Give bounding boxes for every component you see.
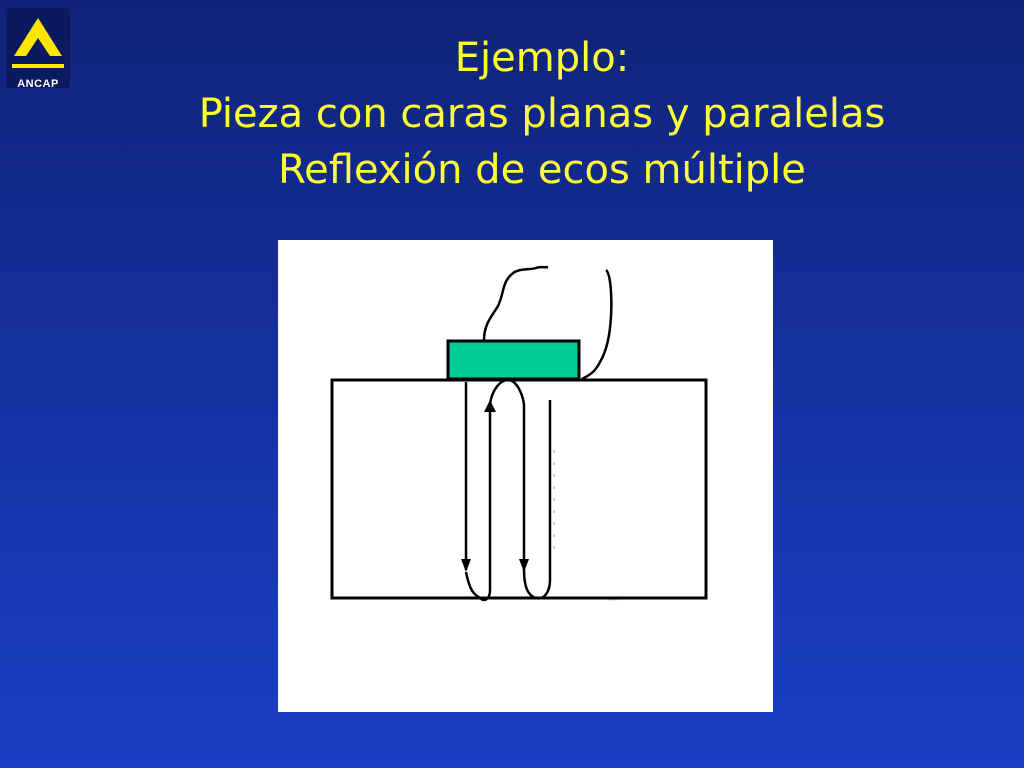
arrow-up-1 — [484, 400, 496, 412]
title-line-1: Ejemplo: — [454, 35, 630, 81]
transducer-cable — [482, 265, 613, 381]
title-line-3: Reflexión de ecos múltiple — [278, 147, 806, 193]
diagram-panel — [278, 240, 773, 712]
slide-title: Ejemplo: Pieza con caras planas y parale… — [60, 30, 1024, 198]
arrow-down-1 — [461, 559, 471, 572]
transducer — [446, 339, 581, 381]
arrow-down-2 — [519, 559, 529, 572]
logo-text: ANCAP — [17, 78, 59, 90]
title-line-2: Pieza con caras planas y paralelas — [198, 91, 886, 137]
ancap-logo: ANCAP — [6, 8, 70, 90]
test-piece — [330, 378, 708, 600]
triangle-logo-icon — [12, 18, 64, 68]
echo-diagram — [330, 265, 708, 602]
